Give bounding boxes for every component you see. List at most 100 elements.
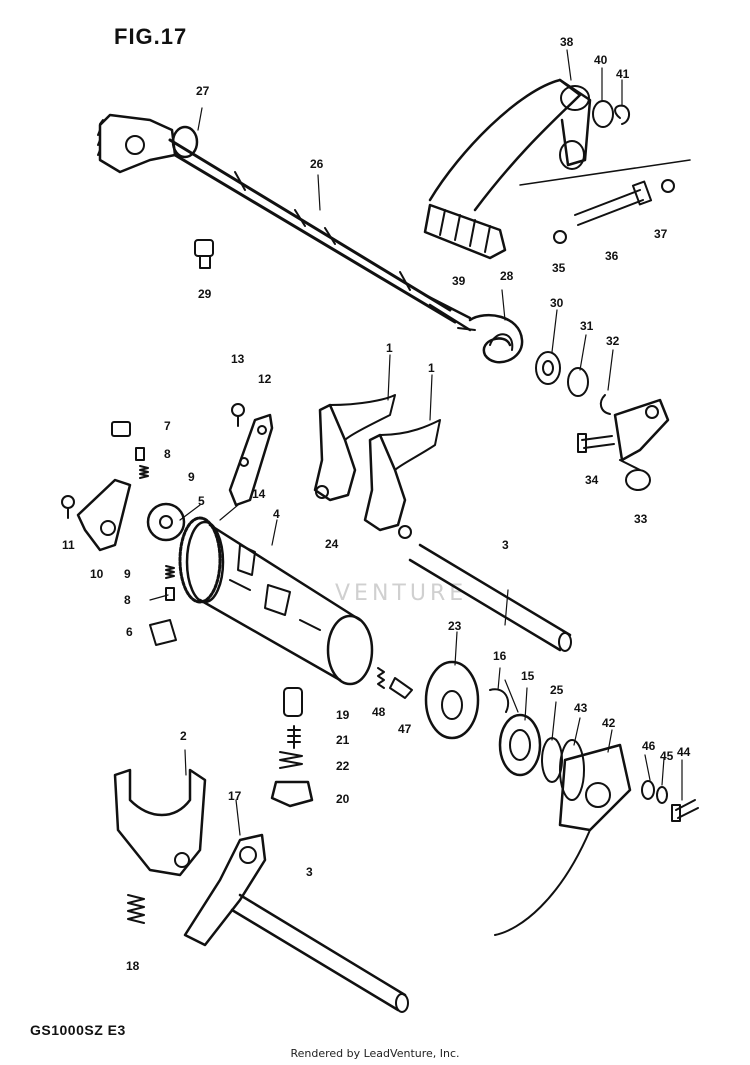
part-label-43: 43 <box>574 701 588 715</box>
part-label-32: 32 <box>606 334 620 348</box>
part-label-12: 12 <box>258 372 272 386</box>
part-label-2: 2 <box>180 729 187 743</box>
part-label-7: 7 <box>164 419 171 433</box>
watermark-text: VENTURE <box>335 581 467 606</box>
part-label-1a: 1 <box>386 341 393 355</box>
link-arm-part-33[interactable] <box>613 398 670 491</box>
part-label-44: 44 <box>677 745 691 759</box>
part-label-24: 24 <box>325 537 339 551</box>
footpeg-rubber-part-39[interactable] <box>423 203 507 260</box>
shift-fork-part-2[interactable] <box>113 768 207 877</box>
part-label-38: 38 <box>560 35 574 49</box>
part-label-29: 29 <box>198 287 212 301</box>
return-spring-part-28[interactable] <box>457 313 524 364</box>
screw-part-44[interactable] <box>671 799 699 822</box>
nut-part-20[interactable] <box>270 780 314 808</box>
spring-part-9-a[interactable] <box>139 465 149 479</box>
part-label-35: 35 <box>552 261 566 275</box>
part-label-42: 42 <box>602 716 616 730</box>
part-label-15: 15 <box>521 669 535 683</box>
circlip-part-32[interactable] <box>599 394 611 415</box>
circlip-part-41[interactable] <box>614 104 630 125</box>
spring-part-9-b[interactable] <box>165 565 175 579</box>
cover-part-42[interactable] <box>494 743 632 936</box>
screw-part-21[interactable] <box>287 725 301 749</box>
cam-guide-part-23[interactable] <box>424 660 480 740</box>
washer-part-35[interactable] <box>553 230 567 244</box>
oil-seal-part-25[interactable] <box>541 737 563 783</box>
fork-shaft-part-3-a[interactable] <box>408 543 572 652</box>
part-label-34: 34 <box>585 473 599 487</box>
washer-part-40[interactable] <box>592 100 614 128</box>
part-label-20: 20 <box>336 792 350 806</box>
screw-part-11[interactable] <box>61 495 75 519</box>
pin-part-8-b[interactable] <box>165 587 175 601</box>
part-label-30: 30 <box>550 296 564 310</box>
spring-part-48[interactable] <box>377 667 385 689</box>
screw-part-13[interactable] <box>231 403 245 427</box>
part-label-19: 19 <box>336 708 350 722</box>
part-label-13: 13 <box>231 352 245 366</box>
part-label-39: 39 <box>452 274 466 288</box>
part-label-5: 5 <box>198 494 205 508</box>
part-label-25: 25 <box>550 683 564 697</box>
washer-part-31[interactable] <box>567 367 589 397</box>
bolt-part-29[interactable] <box>194 239 214 269</box>
shift-fork-part-1-a[interactable] <box>313 394 396 502</box>
part-label-14: 14 <box>252 487 266 501</box>
part-label-36: 36 <box>605 249 619 263</box>
gearshift-shaft-part-26[interactable] <box>168 138 472 332</box>
washer-part-45[interactable] <box>656 786 668 804</box>
part-label-4: 4 <box>273 507 280 521</box>
part-label-9a: 9 <box>188 470 195 484</box>
cam-stopper-part-6[interactable] <box>149 619 177 646</box>
part-label-48: 48 <box>372 705 386 719</box>
part-label-17: 17 <box>228 789 242 803</box>
part-label-18: 18 <box>126 959 140 973</box>
gearshift-lever-part-38[interactable] <box>428 78 592 212</box>
pin-part-47[interactable] <box>389 677 413 699</box>
pin-part-8-a[interactable] <box>135 447 145 461</box>
gasket-part-43[interactable] <box>559 739 585 801</box>
part-label-21: 21 <box>336 733 350 747</box>
circlip-part-16[interactable] <box>489 688 510 713</box>
part-label-8b: 8 <box>124 593 131 607</box>
part-label-8a: 8 <box>164 447 171 461</box>
pawl-part-7[interactable] <box>111 421 131 437</box>
part-label-45: 45 <box>660 749 674 763</box>
pivot-bolt-part-36[interactable] <box>574 180 653 226</box>
cam-driven-gear-part-5[interactable] <box>146 502 186 542</box>
part-label-10: 10 <box>90 567 104 581</box>
part-label-31: 31 <box>580 319 594 333</box>
spring-part-22[interactable] <box>279 751 303 769</box>
plate-part-12[interactable] <box>228 413 274 507</box>
bearing-part-30[interactable] <box>535 351 561 385</box>
cam-gear-part-14[interactable] <box>178 516 222 604</box>
part-label-3a: 3 <box>502 538 509 552</box>
washer-part-46[interactable] <box>641 780 655 800</box>
shift-lever-part-17[interactable] <box>183 833 267 947</box>
part-label-33: 33 <box>634 512 648 526</box>
bolt-part-34[interactable] <box>577 433 615 453</box>
part-label-22: 22 <box>336 759 350 773</box>
part-label-27: 27 <box>196 84 210 98</box>
switch-part-19[interactable] <box>283 687 303 717</box>
cam-stopper-plate-part-10[interactable] <box>76 478 132 552</box>
part-label-28: 28 <box>500 269 514 283</box>
part-label-11: 11 <box>62 538 75 552</box>
part-label-23: 23 <box>448 619 462 633</box>
part-label-1b: 1 <box>428 361 435 375</box>
bearing-part-15[interactable] <box>498 713 542 777</box>
part-label-46: 46 <box>642 739 656 753</box>
footer-credit: Rendered by LeadVenture, Inc. <box>290 1047 460 1060</box>
fork-shaft-part-3-b[interactable] <box>230 893 409 1013</box>
nut-part-37[interactable] <box>661 179 675 193</box>
part-label-41: 41 <box>616 67 630 81</box>
part-label-26: 26 <box>310 157 324 171</box>
part-label-47: 47 <box>398 722 412 736</box>
shift-fork-part-1-b[interactable] <box>363 419 441 539</box>
gearshift-cam-part-4[interactable] <box>185 520 374 686</box>
spring-part-18[interactable] <box>127 894 145 924</box>
shift-arm-part-27[interactable] <box>97 113 199 174</box>
